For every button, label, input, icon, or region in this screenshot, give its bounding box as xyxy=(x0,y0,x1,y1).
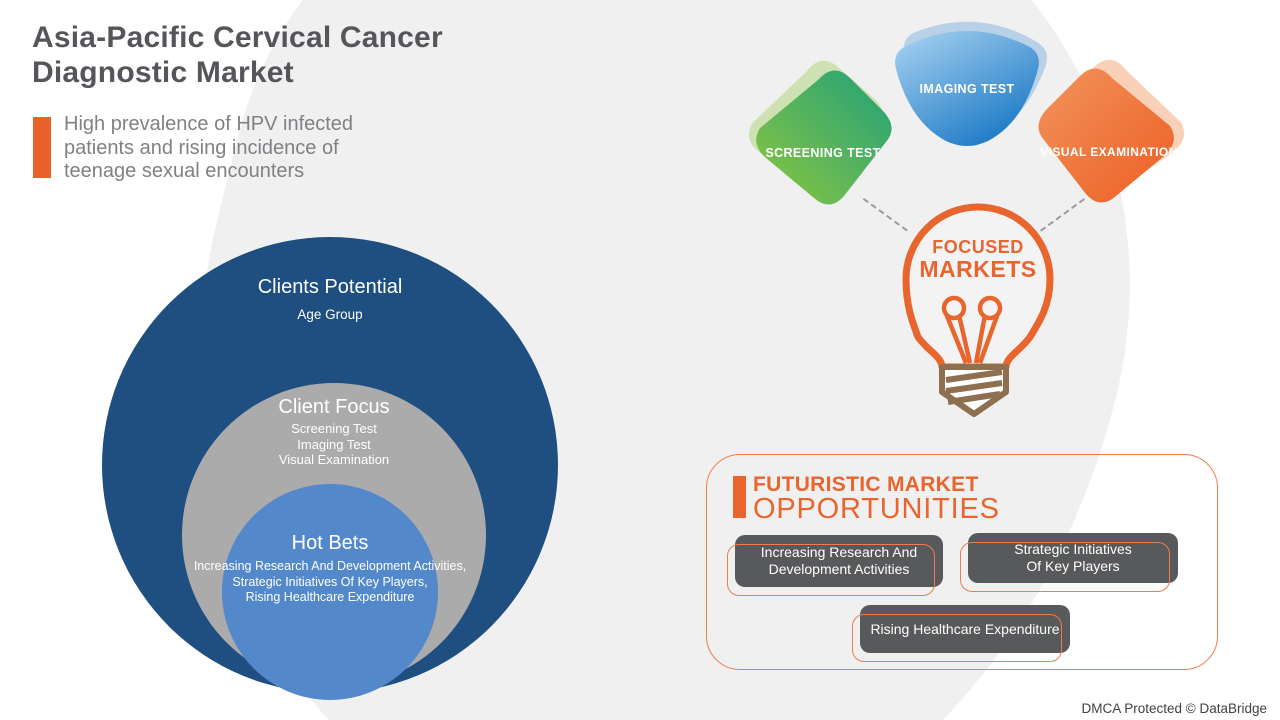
opportunity-card-text: Rising Healthcare Expenditure xyxy=(870,620,1060,637)
opportunity-card-strategic-initiatives: Strategic Initiatives Of Key Players xyxy=(960,533,1178,592)
page-title: Asia-Pacific Cervical Cancer Diagnostic … xyxy=(32,21,443,89)
visual-examination-label: VISUAL EXAMINATION xyxy=(1040,145,1178,159)
venn-outer-subtitle: Age Group xyxy=(297,307,363,322)
opportunities-accent-bar xyxy=(733,476,746,518)
opportunity-card-text: Of Key Players xyxy=(1026,558,1120,574)
hub-label-line1: FOCUSED xyxy=(932,237,1024,257)
opportunity-card-text: Increasing Research And xyxy=(760,544,918,560)
venn-middle-item: Imaging Test xyxy=(297,436,371,452)
venn-inner-items: Increasing Research And Development Acti… xyxy=(170,559,490,606)
venn-inner-title: Hot Bets xyxy=(291,532,369,554)
page-subtitle: High prevalence of HPV infected patients… xyxy=(64,113,354,182)
venn-middle-item: Visual Examination xyxy=(278,452,390,467)
opportunities-heading: FUTURISTIC MARKET OPPORTUNITIES xyxy=(753,473,1193,525)
opportunity-card-text: Strategic Initiatives xyxy=(1014,541,1132,557)
venn-middle-items: Screening Test Imaging Test Visual Exami… xyxy=(184,421,484,468)
venn-middle-title: Client Focus xyxy=(278,396,390,418)
venn-inner-item: Strategic Initiatives Of Key Players, xyxy=(232,574,428,589)
imaging-test-label: IMAGING TEST xyxy=(919,82,1015,96)
visual-examination-shape-icon xyxy=(1038,59,1185,203)
opportunities-heading-line1: FUTURISTIC MARKET xyxy=(753,473,979,496)
focused-markets-hub: FOCUSED MARKETS xyxy=(896,237,1060,282)
venn-inner-circle xyxy=(222,484,438,700)
screening-test-shape-icon xyxy=(748,60,892,205)
opportunity-card-text: Development Activities xyxy=(768,561,910,577)
imaging-test-shape-icon xyxy=(895,21,1048,146)
opportunity-card-healthcare-expenditure: Rising Healthcare Expenditure xyxy=(852,605,1070,662)
venn-inner-item: Increasing Research And Development Acti… xyxy=(193,559,467,573)
lightbulb-icon xyxy=(902,203,1054,417)
screening-test-label: SCREENING TEST xyxy=(765,146,881,160)
subtitle-accent-bar xyxy=(33,117,51,178)
venn-inner-item: Rising Healthcare Expenditure xyxy=(245,590,415,604)
opportunities-heading-line2: OPPORTUNITIES xyxy=(753,493,1000,525)
opportunity-card-research-development: Increasing Research And Development Acti… xyxy=(727,535,943,596)
dmca-watermark: DMCA Protected © DataBridge xyxy=(1081,701,1267,716)
hub-label-line2: MARKETS xyxy=(919,256,1037,282)
venn-outer-title: Clients Potential xyxy=(257,276,403,298)
venn-middle-item: Screening Test xyxy=(291,421,377,436)
opportunities-panel xyxy=(706,454,1218,670)
